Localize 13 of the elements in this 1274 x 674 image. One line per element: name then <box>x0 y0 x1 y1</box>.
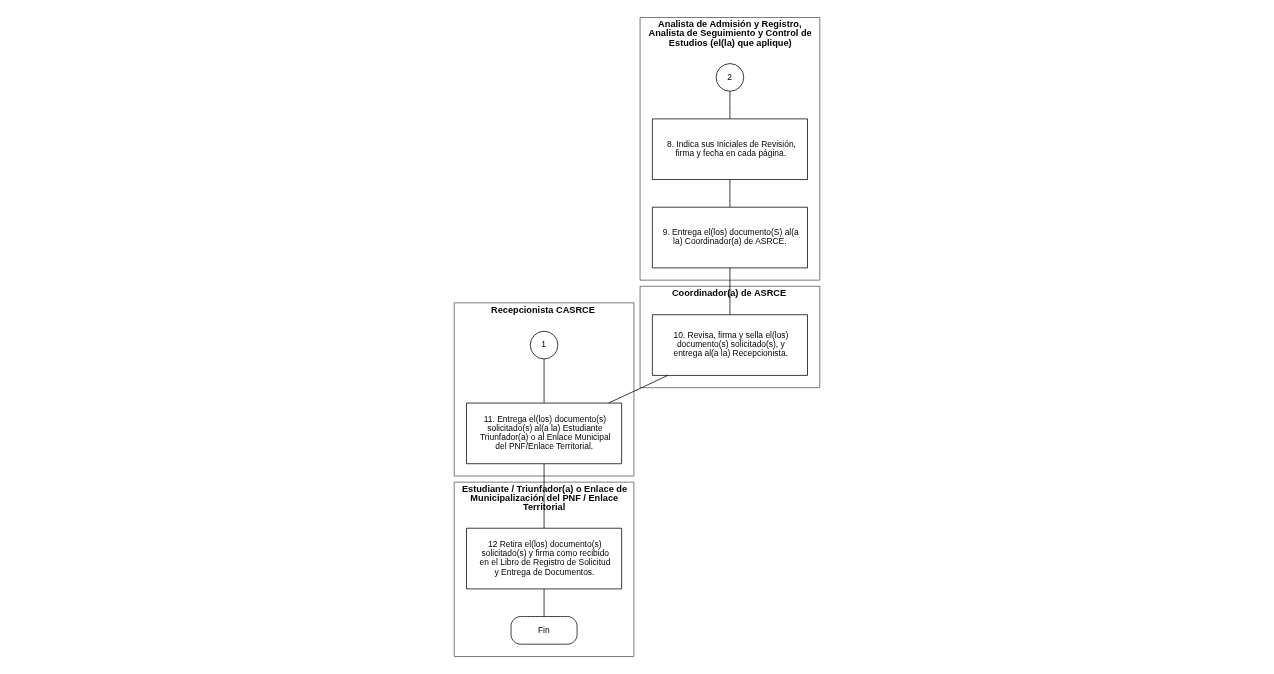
connector <box>543 358 545 404</box>
node-box: Fin <box>510 616 578 645</box>
connector <box>543 588 545 617</box>
node-box: 9. Entrega el(los) documento(S) al(a la) Coordinador(a) de ASRCE. <box>651 206 808 269</box>
node-circle: 2 <box>715 63 745 92</box>
connector <box>729 267 731 316</box>
node-box: 12 Retira el(los) documento(s) solicitado(s) y firma como recibido en el Libro de Registro de Solicitud y Entrega de Documentos. <box>466 527 623 590</box>
node-box: 8. Indica sus Iniciales de Revisión, firma y fecha en cada página. <box>651 118 808 180</box>
connector <box>608 375 669 404</box>
node-circle: 1 <box>529 330 559 360</box>
node-box: 11. Entrega el(los) documento(s) solicitado(s) al(a la) Estudiante Triunfador(a) o al Enlace Municipal del PNF/Enlace Territorial. <box>466 402 623 465</box>
connector <box>729 179 731 208</box>
node-box: 10. Revisa, firma y sella el(los) documento(s) solicitado(s), y entrega al(a la) Recepcionista. <box>651 314 808 376</box>
